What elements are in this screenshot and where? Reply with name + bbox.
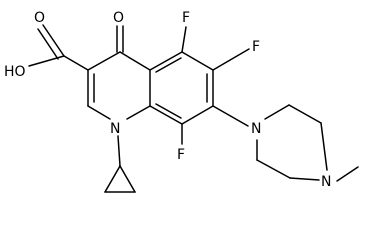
bond-c5-f xyxy=(181,26,187,53)
atom-label-fluorine-5: F xyxy=(182,10,190,26)
bond-c7-c8 xyxy=(181,105,214,125)
bond-c7-piperazine xyxy=(212,105,249,127)
atom-label-keto-oxygen: O xyxy=(113,10,124,26)
atom-label-piperazine-nitrogen-1: N xyxy=(251,121,261,137)
atom-label-hydroxyl: HO xyxy=(4,64,26,80)
bond-piperazine-2 xyxy=(288,104,322,124)
bond-c2-n1 xyxy=(87,105,111,120)
bond-c4-c4a xyxy=(119,51,151,71)
bond-c8-c8a xyxy=(149,105,183,125)
bond-carboxyl-hydroxyl xyxy=(28,55,65,67)
atom-label-fluorine-6: F xyxy=(252,39,260,55)
structure-diagram: HO O O F F F N N N xyxy=(4,10,359,193)
bond-c4a-c5-inner xyxy=(155,57,182,73)
atom-label-fluorine-8: F xyxy=(177,147,185,163)
bond-piperazine-1 xyxy=(264,104,290,120)
bond-carboxyl-carbonyl-double xyxy=(37,28,59,60)
bond-c3-c4 xyxy=(87,51,121,71)
atom-label-carboxyl-oxygen: O xyxy=(34,10,45,26)
bond-cyclopropyl-3 xyxy=(119,165,136,193)
bond-n-methyl xyxy=(336,166,359,182)
bond-c8-c8a-inner xyxy=(155,103,182,119)
bond-piperazine-6 xyxy=(289,177,320,181)
bond-c3-carboxyl xyxy=(63,55,89,71)
bond-c4a-c5 xyxy=(149,51,183,71)
bond-n1-c8a xyxy=(126,105,151,120)
atom-label-piperazine-nitrogen-4: N xyxy=(321,174,331,190)
bond-n1-cyclopropyl xyxy=(117,135,121,167)
bond-c5-c6 xyxy=(181,51,214,71)
bond-cyclopropyl-1 xyxy=(104,165,121,193)
bond-piperazine-3 xyxy=(320,122,328,171)
bond-carboxyl-carbonyl xyxy=(42,24,65,57)
atom-label-quinolone-nitrogen: N xyxy=(110,121,120,137)
bond-c6-f xyxy=(212,48,250,71)
bond-piperazine-5 xyxy=(256,159,291,179)
